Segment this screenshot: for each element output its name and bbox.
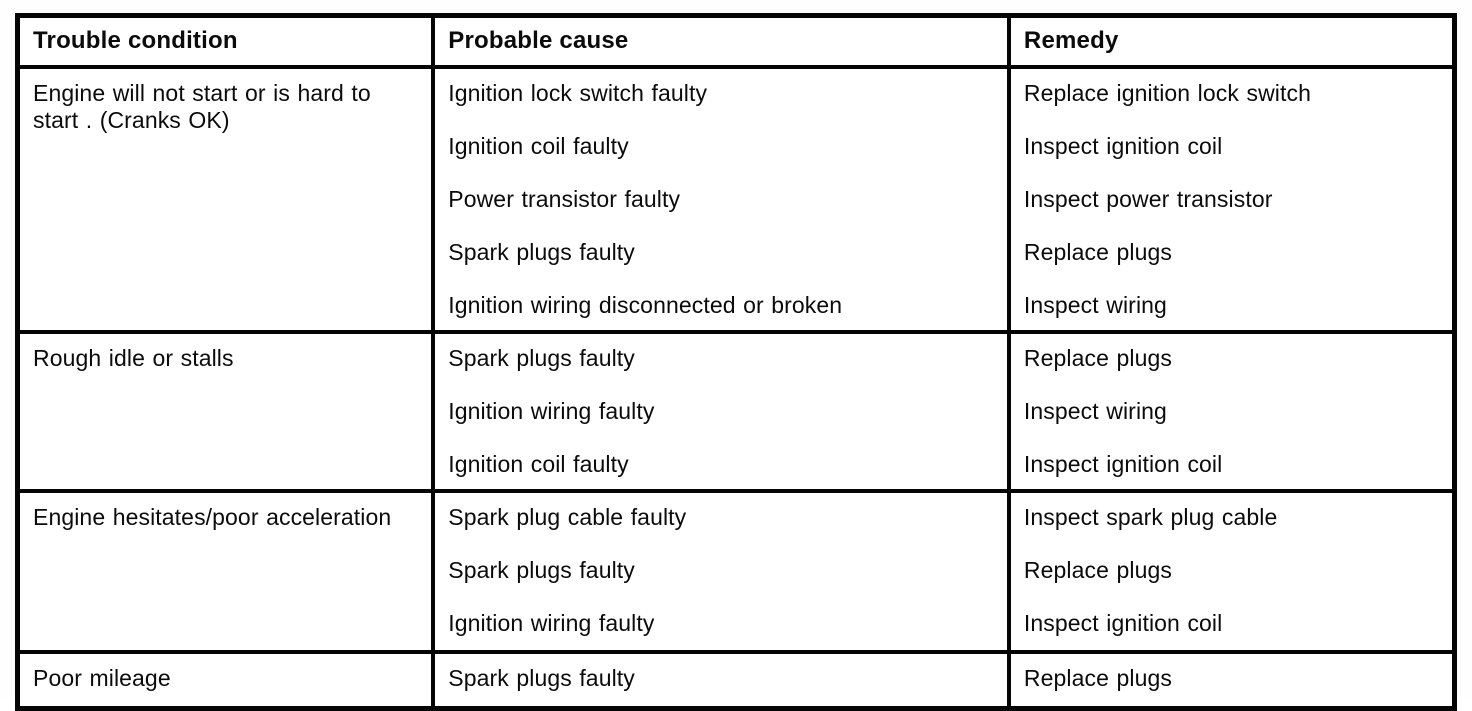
trouble-condition-cell: Engine will not start or is hard to star… <box>20 69 436 330</box>
trouble-condition-cell: Poor mileage <box>20 654 436 706</box>
cause-line: Ignition wiring faulty <box>448 610 655 636</box>
column-header-probable-cause: Probable cause <box>435 18 1011 65</box>
trouble-condition-cell: Engine hesitates/poor accelera­tion <box>20 493 436 650</box>
cause-line: Spark plugs faulty <box>448 557 635 583</box>
cause-line: Spark plug cable faulty <box>448 504 687 530</box>
remedy-cell: Inspect spark plug cable Replace plugs I… <box>1011 493 1452 650</box>
cause-line: Power transistor faulty <box>448 186 681 212</box>
cause-line: Spark plugs faulty <box>448 345 635 371</box>
troubleshooting-table: Trouble condition Probable cause Remedy … <box>15 13 1457 711</box>
remedy-line: Inspect ignition coil <box>1023 610 1223 636</box>
cause-line: Ignition wiring disconnected or broken <box>448 292 843 318</box>
remedy-line: Inspect ignition coil <box>1023 451 1223 477</box>
table-row: Engine hesitates/poor accelera­tion Spar… <box>20 493 1452 654</box>
probable-cause-cell: Ignition lock switch faulty Ignition coi… <box>435 69 1011 330</box>
trouble-condition-text: Poor mileage <box>33 665 171 691</box>
remedy-cell: Replace plugs <box>1011 654 1452 706</box>
remedy-line: Replace plugs <box>1023 345 1172 371</box>
cause-line: Ignition coil faulty <box>448 451 629 477</box>
remedy-line: Replace plugs <box>1023 665 1172 691</box>
table-row: Poor mileage Spark plugs faulty Replace … <box>20 654 1452 706</box>
remedy-cell: Replace ignition lock switch Inspect ign… <box>1011 69 1452 330</box>
trouble-condition-text: Engine will not start or is hard to star… <box>33 80 371 133</box>
remedy-line: Inspect wiring <box>1023 292 1167 318</box>
column-header-trouble-condition: Trouble condition <box>20 18 436 65</box>
column-header-remedy: Remedy <box>1023 27 1119 54</box>
cause-line: Ignition lock switch faulty <box>448 80 708 106</box>
remedy-line: Replace plugs <box>1023 239 1172 265</box>
cause-line: Ignition coil faulty <box>448 133 629 159</box>
remedy-line: Inspect ignition coil <box>1023 133 1223 159</box>
trouble-condition-text: Rough idle or stalls <box>33 345 234 371</box>
remedy-line: Replace ignition lock switch <box>1023 80 1311 106</box>
remedy-line: Inspect power transistor <box>1023 186 1273 212</box>
table-header-row: Trouble condition Probable cause Remedy <box>20 18 1452 69</box>
remedy-line: Inspect wiring <box>1023 398 1167 424</box>
remedy-line: Replace plugs <box>1023 557 1172 583</box>
cause-line: Spark plugs faulty <box>448 665 635 691</box>
remedy-cell: Replace plugs Inspect wiring Inspect ign… <box>1011 334 1452 489</box>
cause-line: Spark plugs faulty <box>448 239 635 265</box>
trouble-condition-text: Engine hesitates/poor accelera­tion <box>33 504 392 530</box>
probable-cause-cell: Spark plugs faulty Ignition wiring fault… <box>435 334 1011 489</box>
probable-cause-cell: Spark plug cable faulty Spark plugs faul… <box>435 493 1011 650</box>
probable-cause-cell: Spark plugs faulty <box>435 654 1011 706</box>
remedy-line: Inspect spark plug cable <box>1023 504 1278 530</box>
trouble-condition-cell: Rough idle or stalls <box>20 334 436 489</box>
table-row: Rough idle or stalls Spark plugs faulty … <box>20 334 1452 493</box>
cause-line: Ignition wiring faulty <box>448 398 655 424</box>
table-row: Engine will not start or is hard to star… <box>20 69 1452 334</box>
